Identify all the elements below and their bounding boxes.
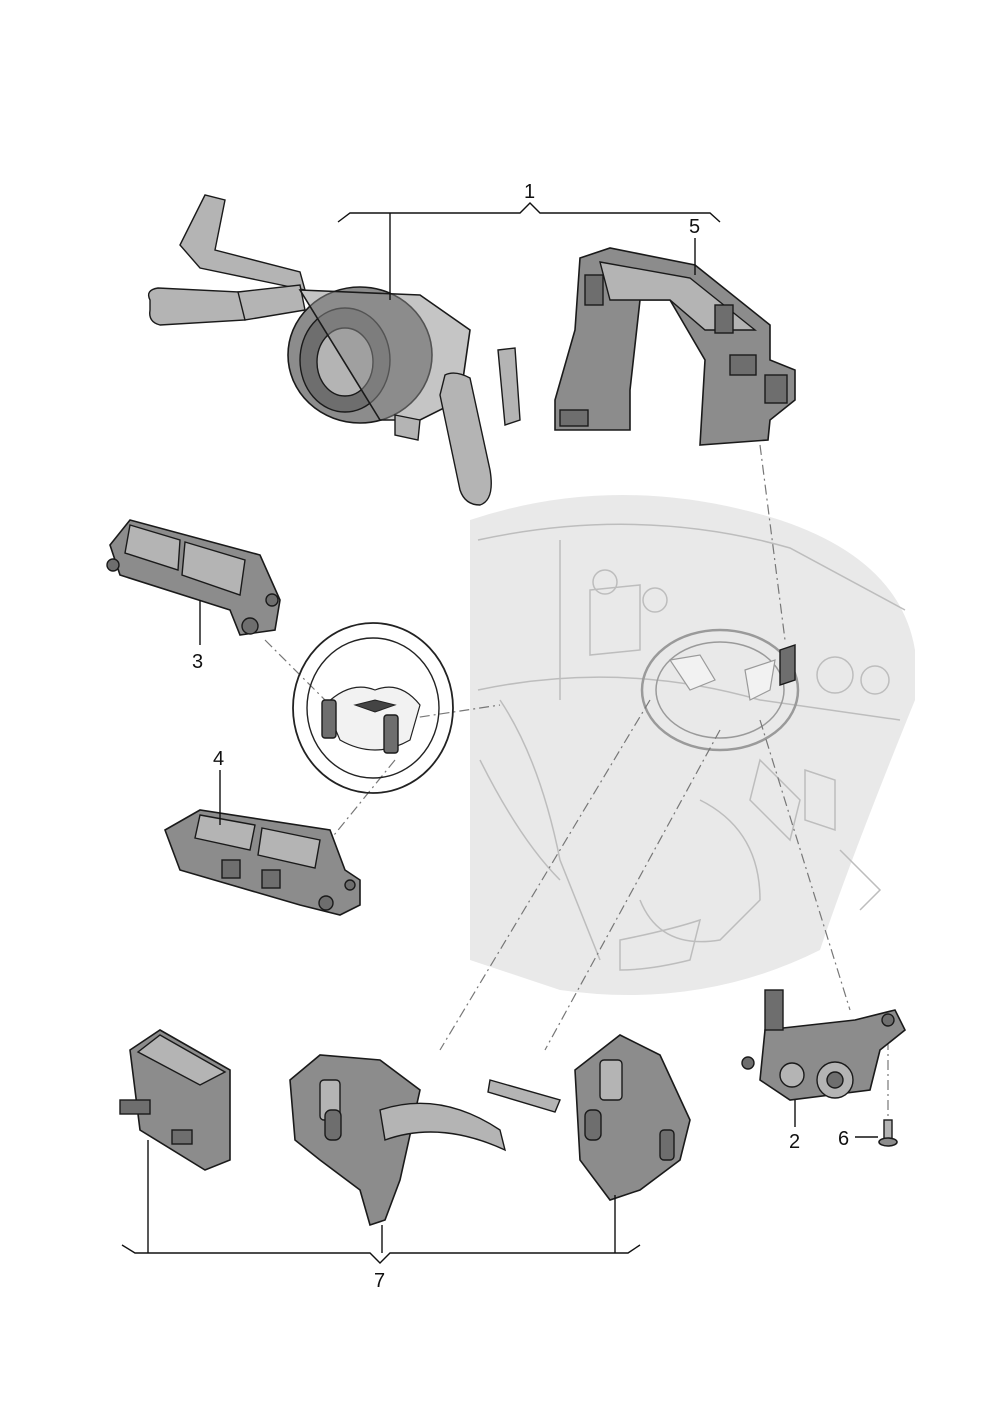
control-unit-frame-icon <box>554 247 796 446</box>
callout-2: 2 <box>789 1131 800 1153</box>
callout-6: 6 <box>838 1128 849 1150</box>
button-module-right-icon <box>164 809 361 916</box>
light-switch-icon <box>741 989 907 1101</box>
reference-lines <box>264 444 889 1120</box>
callout-1: 1 <box>524 181 535 203</box>
leader-lines <box>121 202 878 1264</box>
callout-7: 7 <box>374 1270 385 1292</box>
multifunction-switch-set-icon <box>119 1029 691 1227</box>
steering-column-switch-icon <box>147 194 521 506</box>
callout-labels: 1 5 3 4 2 6 7 <box>192 181 849 1292</box>
callout-3: 3 <box>192 651 203 673</box>
car-interior-background <box>470 495 915 995</box>
button-module-left-icon <box>106 519 281 636</box>
screw-icon <box>878 1119 898 1147</box>
callout-5: 5 <box>689 216 700 238</box>
callout-4: 4 <box>213 748 224 770</box>
steering-wheel-icon <box>292 622 454 794</box>
